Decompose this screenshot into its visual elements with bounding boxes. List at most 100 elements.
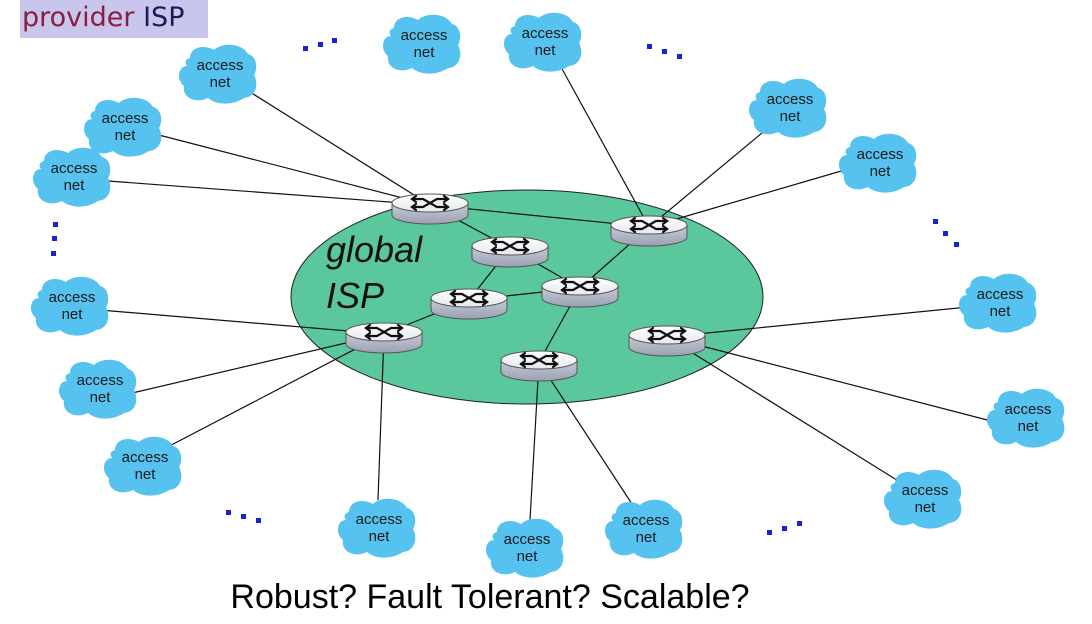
cloud-icon	[337, 498, 416, 558]
access-net-label-line1: access	[767, 91, 814, 108]
access-net-label-line1: access	[857, 146, 904, 163]
global-isp-label-line1: global	[326, 229, 423, 270]
access-net-label-line2: net	[636, 529, 658, 546]
title-highlight	[20, 0, 208, 38]
link-14	[666, 336, 996, 423]
router-icon	[628, 325, 706, 357]
access-net-label-line2: net	[210, 74, 232, 91]
access-net-label-line2: net	[369, 528, 391, 545]
access-net-label-line2: net	[915, 499, 937, 516]
cloud-icon	[382, 14, 461, 74]
access-net-label-line2: net	[135, 466, 157, 483]
link-10	[377, 333, 385, 501]
link-5	[648, 117, 781, 228]
access-net-label-line2: net	[64, 177, 86, 194]
cloud-icon	[958, 273, 1037, 333]
access-net-label-line2: net	[870, 163, 892, 180]
link-3	[107, 180, 431, 206]
routers	[345, 193, 706, 382]
access-net-label-line1: access	[51, 160, 98, 177]
ellipsis-top-left	[303, 38, 337, 51]
router-icon	[430, 288, 508, 320]
access-net-label-line1: access	[977, 286, 1024, 303]
link-2	[154, 133, 431, 206]
cloud-icon	[986, 388, 1065, 448]
access-net-label-line1: access	[623, 512, 670, 529]
access-net-label-line2: net	[62, 306, 84, 323]
global-isp-label-line2: ISP	[326, 275, 384, 316]
cloud-icon	[58, 359, 137, 419]
caption: Robust? Fault Tolerant? Scalable?	[230, 578, 750, 616]
ellipsis-top-right	[647, 44, 682, 59]
access-net-label-line1: access	[401, 27, 448, 44]
title-word-provider: provider	[22, 2, 135, 33]
link-9	[157, 333, 385, 453]
link-13	[666, 306, 969, 338]
cloud-icon	[485, 518, 564, 578]
access-net-label-line1: access	[1005, 401, 1052, 418]
ellipsis-bottom-left	[226, 510, 261, 523]
page-title: provider ISP	[22, 0, 184, 36]
cloud-icon	[883, 469, 962, 529]
ellipsis-left	[51, 222, 58, 256]
cloud-icon	[178, 44, 257, 104]
cloud-icon	[103, 436, 182, 496]
link-6	[648, 166, 856, 228]
router-icon	[471, 236, 549, 268]
access-net-label-line2: net	[90, 389, 112, 406]
access-net-label-line1: access	[197, 57, 244, 74]
access-net-label-line1: access	[49, 289, 96, 306]
access-net-label-line2: net	[990, 303, 1012, 320]
cloud-icon	[604, 499, 683, 559]
cloud-icon	[503, 12, 582, 72]
router-icon	[391, 193, 469, 225]
cloud-icon	[30, 276, 109, 336]
access-networks: accessnetaccessnetaccessnetaccessnetacce…	[30, 12, 1065, 578]
cloud-icon	[838, 133, 917, 193]
access-net-label-line1: access	[122, 449, 169, 466]
link-7	[99, 309, 385, 335]
router-icon	[345, 322, 423, 354]
access-net-label-line1: access	[102, 110, 149, 127]
link-1	[249, 91, 431, 206]
ellipsis-bottom-right	[767, 521, 802, 535]
link-15	[666, 336, 901, 483]
access-net-label-line2: net	[414, 44, 436, 61]
access-net-label-line2: net	[780, 108, 802, 125]
access-net-label-line2: net	[115, 127, 137, 144]
router-icon	[610, 215, 688, 247]
access-net-label-line2: net	[517, 548, 539, 565]
router-icon	[541, 276, 619, 308]
access-net-label-line2: net	[535, 42, 557, 59]
cloud-icon	[83, 97, 162, 157]
access-net-label-line1: access	[356, 511, 403, 528]
access-net-label-line1: access	[77, 372, 124, 389]
link-11	[529, 361, 540, 521]
access-net-label-line1: access	[504, 531, 551, 548]
link-8	[127, 333, 385, 395]
link-12	[538, 361, 633, 505]
access-net-label-line1: access	[902, 482, 949, 499]
cloud-icon	[748, 78, 827, 138]
access-net-label-line1: access	[522, 25, 569, 42]
ellipsis-right	[933, 219, 959, 247]
router-icon	[500, 350, 578, 382]
link-4	[560, 66, 650, 228]
cloud-icon	[32, 147, 111, 207]
